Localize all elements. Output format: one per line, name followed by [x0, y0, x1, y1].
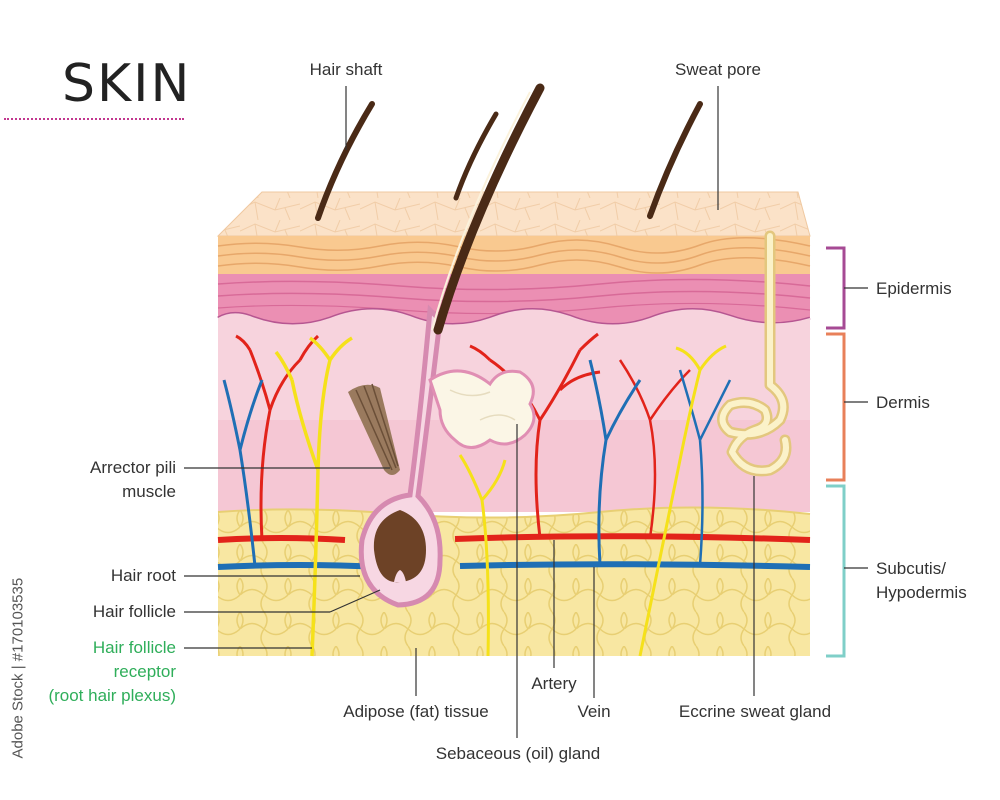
- skin-surface: [216, 191, 811, 237]
- epidermis-outer-layer: [217, 236, 811, 274]
- arrector-pili-muscle: [348, 383, 400, 475]
- label-sebaceous-gland: Sebaceous (oil) gland: [435, 744, 601, 763]
- nerve-fibers: [274, 336, 727, 657]
- label-follicle-receptor-2: receptor: [113, 662, 176, 681]
- stock-watermark: Adobe Stock | #170103535: [9, 577, 27, 759]
- label-subcutis: Subcutis/: [876, 559, 946, 578]
- label-follicle-receptor-3: (root hair plexus): [48, 686, 176, 705]
- label-arrector-muscle: muscle: [122, 482, 176, 501]
- leader-lines: [184, 86, 868, 738]
- label-arrector-pili: Arrector pili: [90, 458, 176, 477]
- subcutis-layer: [217, 506, 811, 656]
- hair-follicle: [358, 304, 443, 608]
- sebaceous-gland: [428, 369, 536, 449]
- label-sweat-pore: Sweat pore: [675, 60, 761, 79]
- title-underline: [4, 118, 184, 120]
- label-adipose-tissue: Adipose (fat) tissue: [343, 702, 489, 721]
- label-follicle-receptor-1: Hair follicle: [92, 638, 176, 657]
- label-hair-root: Hair root: [110, 566, 176, 585]
- label-eccrine-sweat-gland: Eccrine sweat gland: [678, 702, 832, 721]
- diagram-title: SKIN: [62, 54, 192, 114]
- hair-shafts: [315, 83, 703, 335]
- label-artery: Artery: [531, 674, 577, 693]
- label-vein: Vein: [577, 702, 611, 721]
- layer-brackets: [826, 246, 846, 658]
- label-hair-follicle: Hair follicle: [92, 602, 176, 621]
- label-hypodermis: Hypodermis: [876, 583, 967, 602]
- label-dermis: Dermis: [876, 393, 930, 412]
- label-epidermis: Epidermis: [876, 279, 952, 298]
- label-hair-shaft: Hair shaft: [309, 60, 383, 79]
- eccrine-sweat-gland: [717, 230, 792, 477]
